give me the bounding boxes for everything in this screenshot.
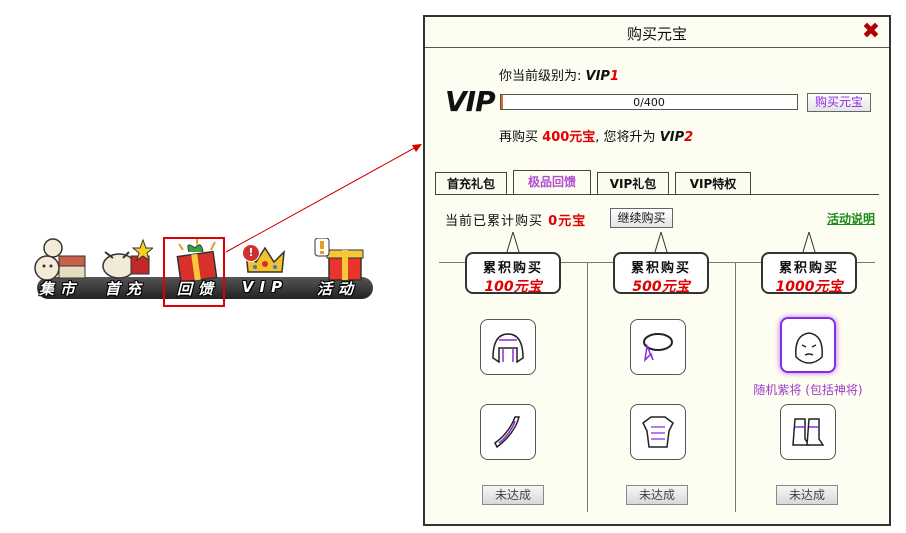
buy-ingot-dialog: 购买元宝 ✖ 你当前级别为: VIP1 VIP 0/400 购买元宝 再购买 4… [423, 15, 891, 526]
upgrade-hint: 再购买 400元宝, 您将升为 VIP2 [499, 126, 693, 145]
total-prefix: 当前已累计购买 [445, 214, 544, 229]
column-divider [735, 262, 736, 512]
accumulated-purchase: 当前已累计购买 0元宝 [445, 210, 586, 229]
level-value: VIP [585, 69, 610, 84]
tier-title: 累积购买 [778, 261, 839, 276]
boots-icon [792, 418, 825, 446]
tier-amount: 500元宝 [632, 279, 690, 295]
buy-ingot-button[interactable]: 购买元宝 [807, 93, 871, 112]
first-recharge-icon [102, 238, 153, 279]
helmet-icon [492, 333, 524, 364]
close-icon[interactable]: ✖ [861, 19, 881, 44]
tier-status-button: 未达成 [482, 485, 544, 505]
reward-necklace[interactable] [630, 319, 686, 375]
reward-random-general[interactable] [780, 317, 836, 373]
upgrade-middle: , 您将升为 [595, 130, 656, 145]
upgrade-prefix: 再购买 [499, 130, 539, 145]
vip-notification-badge: ! [242, 244, 260, 262]
event-gift-icon [314, 238, 364, 281]
dialog-title: 购买元宝 [626, 25, 687, 43]
hook-icon [654, 232, 668, 252]
toolbar-item-first-recharge[interactable]: 首充 [93, 232, 159, 304]
toolbar-item-label: 首充 [104, 280, 147, 298]
armor-icon [642, 416, 674, 448]
general-portrait-icon [795, 332, 823, 364]
reward-boots[interactable] [780, 404, 836, 460]
reward-caption: 随机紫将 (包括神将) [753, 383, 863, 397]
tab-vip-pack[interactable]: VIP礼包 [597, 172, 669, 194]
gift-box-icon [176, 238, 218, 282]
tab-premium-feedback[interactable]: 极品回馈 [513, 170, 591, 195]
market-icon [34, 238, 86, 281]
total-amount: 0元宝 [548, 214, 587, 229]
progress-text: 0/400 [633, 96, 665, 109]
hook-icon [802, 232, 816, 252]
toolbar-item-market[interactable]: 集市 [27, 232, 93, 304]
vip-progress-bar: 0/400 [500, 94, 798, 110]
toolbar-item-feedback[interactable]: 回馈 [165, 232, 231, 304]
main-toolbar: 集市 首充 回馈 VIP [27, 232, 373, 304]
upgrade-vip: VIP [659, 130, 685, 145]
toolbar-item-label: 活动 [316, 280, 359, 298]
progress-fill [501, 95, 503, 109]
reward-blade[interactable] [480, 404, 536, 460]
reward-armor[interactable] [630, 404, 686, 460]
tier-status-button: 未达成 [776, 485, 838, 505]
continue-buy-button[interactable]: 继续购买 [610, 208, 673, 228]
tier-title: 累积购买 [630, 261, 691, 276]
toolbar-item-events[interactable]: 活动 [305, 232, 371, 304]
tab-underline [435, 194, 879, 195]
level-label: 你当前级别为: [499, 69, 582, 84]
event-info-link[interactable]: 活动说明 [826, 212, 875, 226]
tier-amount: 1000元宝 [775, 279, 843, 295]
upgrade-vip-number: 2 [684, 130, 694, 145]
current-level: 你当前级别为: VIP1 [499, 65, 619, 84]
tier-status-button: 未达成 [626, 485, 688, 505]
tier-sign: 累积购买 1000元宝 [761, 252, 857, 295]
level-number: 1 [609, 69, 620, 84]
toolbar-strip [37, 277, 373, 299]
hook-icon [506, 232, 520, 252]
feedback-highlight-box [163, 237, 225, 307]
column-divider [587, 262, 588, 512]
toolbar-item-label: 集市 [38, 280, 81, 298]
necklace-icon [643, 333, 673, 363]
tier-amount: 100元宝 [484, 279, 542, 295]
toolbar-item-label: VIP [241, 278, 289, 296]
vip-logo: VIP [445, 85, 496, 118]
toolbar-item-label: 回馈 [176, 280, 219, 298]
tab-vip-privilege[interactable]: VIP特权 [675, 172, 751, 194]
tab-first-recharge-pack[interactable]: 首充礼包 [435, 172, 507, 194]
reward-helmet[interactable] [480, 319, 536, 375]
tier-sign: 累积购买 500元宝 [613, 252, 709, 295]
tier-sign: 累积购买 100元宝 [465, 252, 561, 295]
blade-icon [494, 416, 520, 449]
dialog-header: 购买元宝 ✖ [425, 17, 889, 48]
upgrade-amount: 400元宝 [542, 130, 596, 145]
tier-title: 累积购买 [482, 261, 543, 276]
